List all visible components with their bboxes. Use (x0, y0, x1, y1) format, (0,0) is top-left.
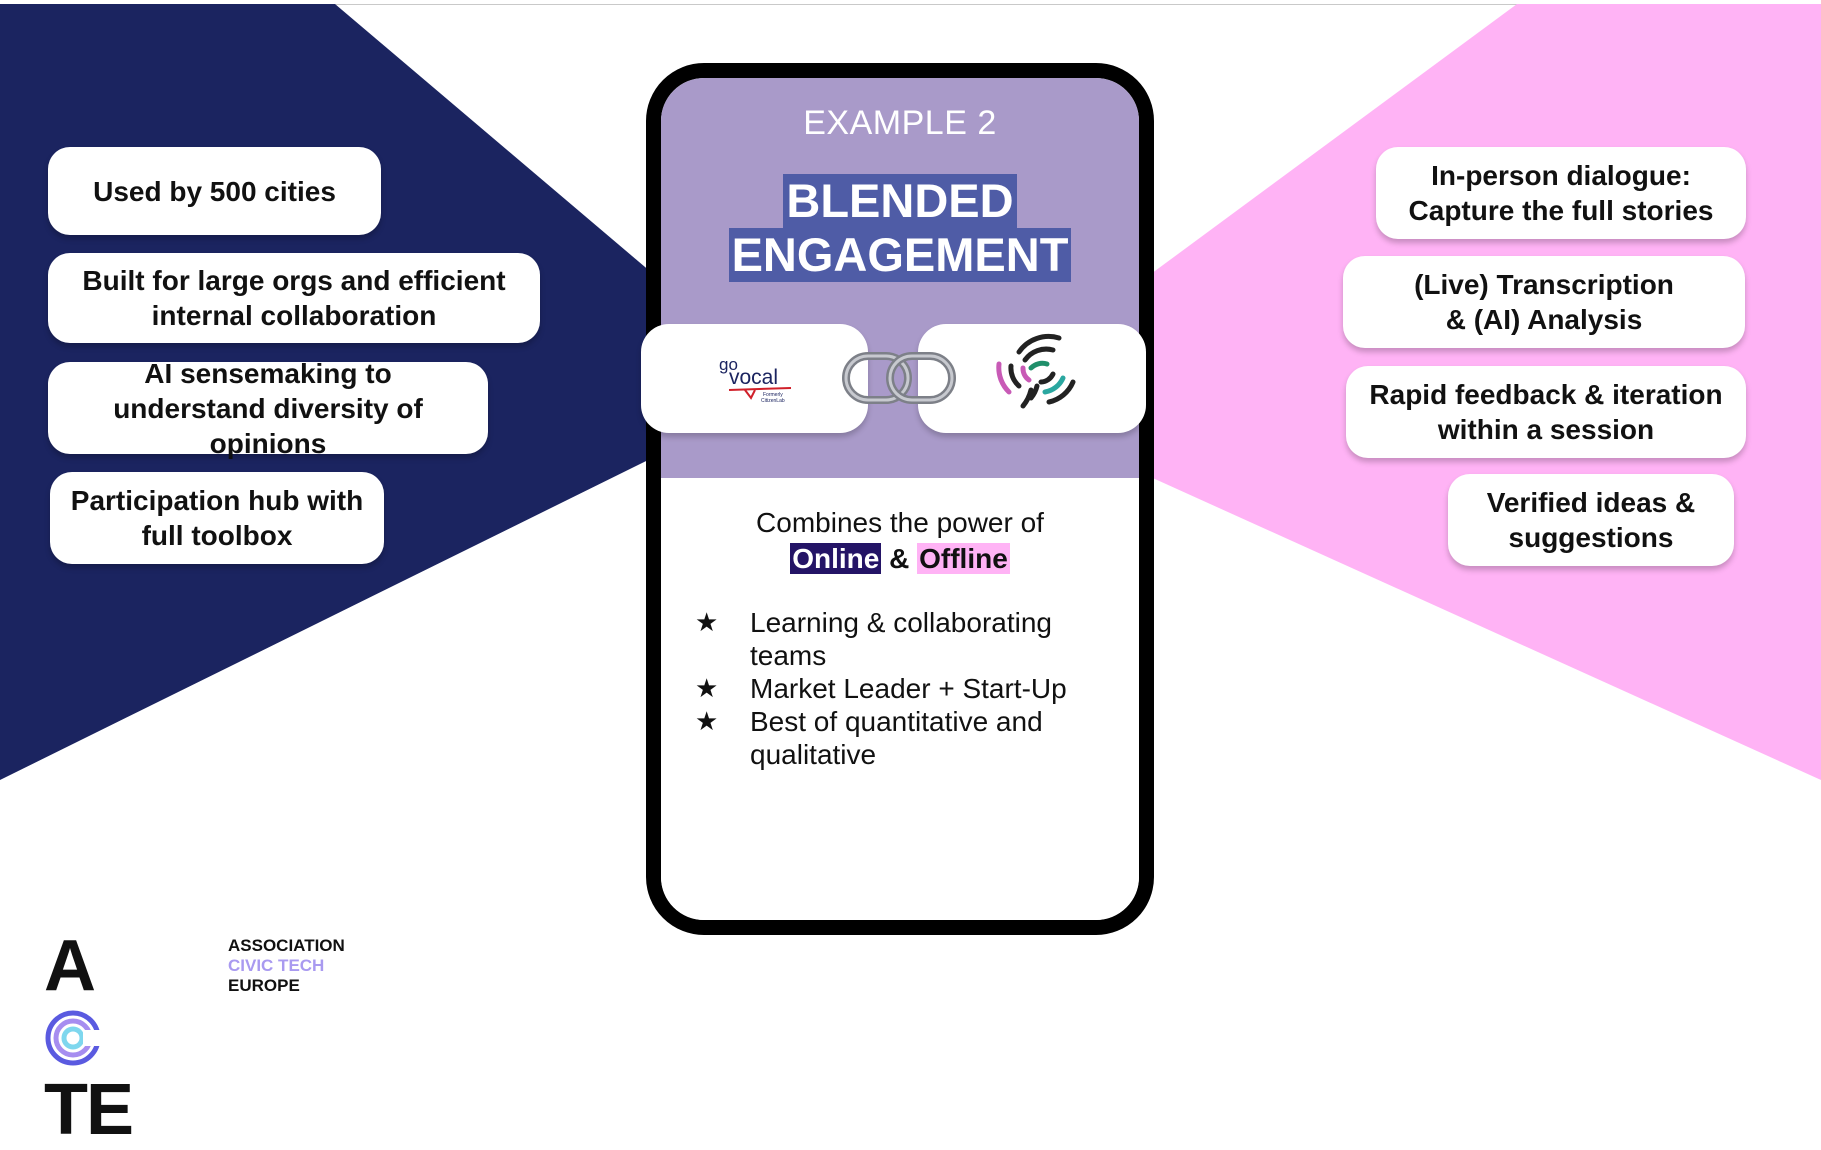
acte-c-rings-icon (45, 1010, 103, 1066)
right-card-verified-ideas: Verified ideas & suggestions (1448, 474, 1734, 566)
card-text: internal collaboration (151, 300, 437, 331)
card-text: Verified ideas & (1486, 487, 1696, 518)
left-card-large-orgs: Built for large orgs and efficient inter… (48, 253, 540, 343)
card-text: opinions (209, 427, 327, 459)
star-icon: ★ (695, 673, 719, 703)
chain-link-icon (842, 352, 956, 404)
card-text: understand diversity of (113, 392, 423, 424)
card-text: Used by 500 cities (93, 175, 336, 207)
right-card-rapid-feedback: Rapid feedback & iteration within a sess… (1346, 366, 1746, 458)
left-card-ai-sensemaking: AI sensemaking to understand diversity o… (48, 358, 488, 459)
card-text: Capture the full stories (1408, 195, 1714, 226)
govocal-go-text: go (719, 355, 738, 374)
card-text: (Live) Transcription (1414, 269, 1674, 300)
list-item-text: teams (750, 640, 827, 671)
card-text: In-person dialogue: (1431, 160, 1691, 191)
right-card-in-person: In-person dialogue: Capture the full sto… (1376, 147, 1746, 239)
govocal-logo-box: go vocal Formerly CitizenLab (641, 324, 868, 433)
title-engagement: ENGAGEMENT (728, 228, 1072, 282)
list-item: ★ Market Leader + Start-Up (692, 672, 1112, 705)
top-divider (0, 4, 1821, 5)
concentric-arcs-logo (996, 334, 1076, 409)
combines-prefix: Combines the power of (756, 507, 1044, 538)
left-card-cities: Used by 500 cities (48, 147, 381, 235)
govocal-logo: go vocal Formerly CitizenLab (719, 355, 792, 404)
benefits-list: ★ Learning & collaborating teams ★ Marke… (692, 606, 1112, 771)
card-text: Rapid feedback & iteration (1369, 379, 1723, 410)
ampersand: & (889, 543, 910, 574)
online-highlight: Online (790, 543, 882, 574)
acte-association: ASSOCIATION (228, 936, 345, 955)
online-offline-line: Online & Offline (650, 541, 1150, 577)
list-item-text: qualitative (750, 739, 877, 770)
card-text: full toolbox (141, 520, 293, 551)
list-item: ★ Learning & collaborating teams (692, 606, 1112, 672)
right-card-transcription: (Live) Transcription & (AI) Analysis (1343, 256, 1745, 348)
acte-europe: EUROPE (228, 976, 300, 995)
star-icon: ★ (695, 607, 719, 637)
acte-letter-a: A (44, 926, 96, 1006)
acte-civic-tech: CIVIC TECH (228, 956, 325, 975)
acte-letters-te: TE (44, 1070, 134, 1150)
phone-body (661, 478, 1139, 920)
title-blended: BLENDED (783, 174, 1017, 228)
card-text: & (AI) Analysis (1445, 304, 1643, 335)
star-icon: ★ (695, 706, 719, 736)
card-text: AI sensemaking to (144, 357, 392, 389)
card-text: Participation hub with (70, 485, 364, 516)
partner-logo-box (918, 324, 1146, 433)
list-item: ★ Best of quantitative and qualitative (692, 705, 1112, 771)
govocal-vocal-text: vocal (729, 366, 778, 389)
title-line-1: BLENDED (661, 174, 1139, 228)
example-label: EXAMPLE 2 (803, 104, 997, 142)
left-card-participation-hub: Participation hub with full toolbox (50, 472, 384, 564)
card-text: Built for large orgs and efficient (82, 265, 506, 296)
govocal-citizenlab-text: CitizenLab (761, 398, 785, 404)
list-item-text: Learning & collaborating (750, 607, 1052, 638)
card-text: within a session (1437, 414, 1655, 445)
offline-highlight: Offline (917, 543, 1010, 574)
list-item-text: Best of quantitative and (750, 706, 1043, 737)
acte-wordmark: A TE (44, 930, 134, 1146)
acte-subtitle: ASSOCIATION CIVIC TECH EUROPE (228, 936, 345, 996)
card-text: suggestions (1508, 522, 1674, 553)
govocal-formerly-text: Formerly (763, 392, 783, 398)
combines-text: Combines the power of Online & Offline (650, 505, 1150, 577)
title-line-2: ENGAGEMENT (661, 228, 1139, 282)
phone-frame: EXAMPLE 2 BLENDED ENGAGEMENT (646, 63, 1154, 935)
list-item-text: Market Leader + Start-Up (750, 673, 1067, 704)
